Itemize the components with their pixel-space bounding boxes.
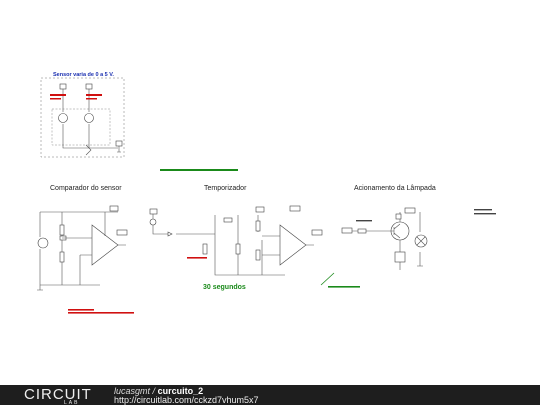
lamp-relay-node bbox=[395, 213, 402, 220]
sensor-node-a bbox=[59, 83, 67, 90]
comparator-red-note-2 bbox=[68, 312, 134, 314]
timer-duration: 30 segundos bbox=[203, 284, 246, 291]
timer-title: Temporizador bbox=[204, 185, 247, 192]
schematic-svg: Sensor varia de 0 a 5 V. Comparador do s… bbox=[37, 72, 496, 314]
circuit-url[interactable]: http://circuitlab.com/cckzd7vhum5x7 bbox=[114, 395, 259, 405]
timer-opamp bbox=[279, 224, 307, 266]
lamp-side-note-2 bbox=[474, 213, 496, 215]
comparator-source bbox=[37, 237, 49, 249]
circuit-name[interactable]: curcuito_2 bbox=[157, 386, 204, 396]
lamp-input-node bbox=[341, 227, 353, 234]
timer-red-note bbox=[187, 257, 207, 259]
schematic-canvas[interactable]: Sensor varia de 0 a 5 V. Comparador do s… bbox=[0, 0, 540, 385]
sensor-source-2 bbox=[84, 113, 94, 123]
sensor-inner-box bbox=[51, 108, 111, 146]
timer-resistor bbox=[235, 243, 241, 255]
timer-switch bbox=[223, 217, 233, 223]
timer-resistor-top bbox=[255, 220, 261, 232]
comparator-vcc-node bbox=[109, 205, 119, 212]
timer-resistor-bottom bbox=[255, 249, 261, 261]
sensor-node-out bbox=[115, 140, 123, 147]
timer-led bbox=[149, 218, 157, 226]
sensor-node-b bbox=[85, 83, 93, 90]
comparator-red-note-1 bbox=[68, 309, 94, 311]
lamp-label-line bbox=[356, 220, 372, 222]
sensor-source-1 bbox=[58, 113, 68, 123]
comparator-resistor-bottom bbox=[59, 251, 65, 263]
sensor-red-label-1 bbox=[50, 94, 66, 96]
sensor-title: Sensor varia de 0 a 5 V. bbox=[53, 72, 114, 78]
comparator-out-node bbox=[116, 229, 128, 236]
sensor-subcircuit: Sensor varia de 0 a 5 V. bbox=[40, 72, 125, 158]
comparator-resistor-top bbox=[59, 224, 65, 236]
sensor-red-label-2b bbox=[86, 98, 97, 100]
lamp-gnd-node bbox=[394, 251, 406, 263]
timer-vcc2-node bbox=[289, 205, 301, 212]
timer-green-note bbox=[328, 286, 360, 288]
green-note-top bbox=[160, 169, 238, 171]
lamp-title: Acionamento da Lâmpada bbox=[354, 185, 436, 192]
sensor-switch bbox=[85, 144, 92, 156]
circuitlab-logo-sub: LAB bbox=[64, 400, 80, 406]
timer-out-node bbox=[311, 229, 323, 236]
footer-bar: CIRCUIT LAB lucasgmt / curcuito_2 http:/… bbox=[0, 385, 540, 406]
timer-green-arrow bbox=[320, 272, 335, 286]
circuitlab-logo[interactable]: CIRCUIT bbox=[24, 386, 92, 403]
comparator-title: Comparador do sensor bbox=[50, 185, 122, 192]
timer-capacitor bbox=[202, 243, 208, 255]
lamp-base-resistor bbox=[357, 228, 367, 234]
lamp-vcc-node bbox=[404, 207, 416, 214]
lamp-side-note-1 bbox=[474, 209, 492, 211]
comparator-subcircuit: Comparador do sensor bbox=[37, 185, 134, 314]
sensor-red-label-1b bbox=[50, 98, 61, 100]
sensor-dashed-box bbox=[40, 77, 125, 158]
sensor-red-label-2 bbox=[86, 94, 102, 96]
author-name[interactable]: lucasgmt bbox=[114, 386, 151, 396]
author-separator: / bbox=[152, 386, 156, 396]
lamp-subcircuit: Acionamento da Lâmpada bbox=[341, 185, 496, 270]
timer-vcc-node bbox=[149, 208, 158, 215]
timer-subcircuit: Temporizador 30 segundos bbox=[149, 185, 360, 291]
timer-node-r1 bbox=[255, 206, 265, 213]
author-line: lucasgmt / curcuito_2 bbox=[114, 386, 203, 396]
timer-diode bbox=[167, 231, 173, 237]
